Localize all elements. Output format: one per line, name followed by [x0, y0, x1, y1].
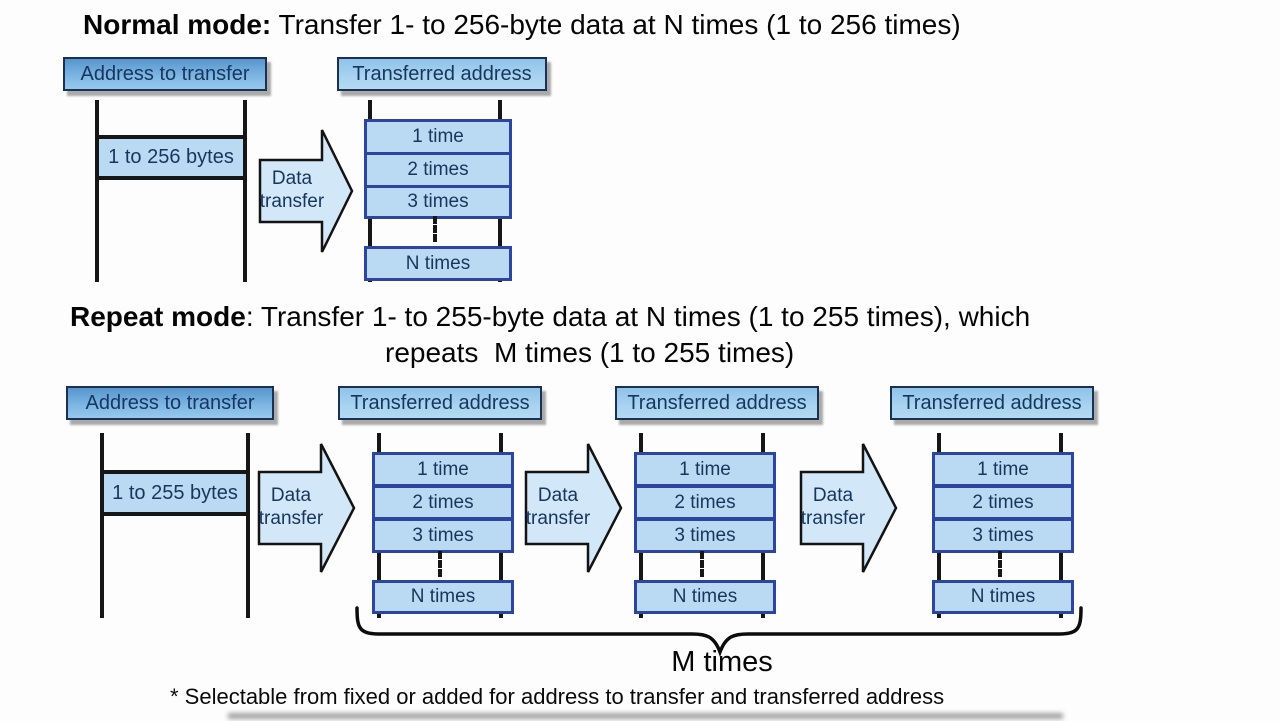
repeat-mode-title-rest: : Transfer 1- to 255-byte data at N time… — [245, 301, 1031, 332]
repeat-data-transfer-arrow-1: Data transfer — [257, 441, 357, 575]
repeat-address-to-transfer-box: Address to transfer — [66, 386, 274, 420]
stack-cell: 2 times — [364, 152, 512, 188]
normal-data-transfer-arrow: Data transfer — [258, 128, 354, 254]
stack-cell: 1 time — [932, 452, 1074, 487]
stack-cell: 3 times — [634, 518, 776, 553]
stack-cell: 2 times — [634, 485, 776, 520]
repeat-arrow-label-1: Data transfer — [255, 441, 327, 575]
repeat-transferred-address-box-3: Transferred address — [890, 386, 1094, 420]
normal-bytes-cell: 1 to 256 bytes — [95, 135, 247, 180]
normal-arrow-label: Data transfer — [256, 128, 328, 254]
normal-source-rail-left — [95, 100, 99, 282]
stack-cell: N times — [372, 580, 514, 614]
stack-cell: 3 times — [372, 518, 514, 553]
stack-cell: 3 times — [932, 518, 1074, 553]
repeat-transferred-address-box-1: Transferred address — [338, 386, 542, 420]
ellipsis-icon — [364, 214, 506, 244]
arrow-label-line2: transfer — [259, 191, 325, 212]
stack-cell: 1 time — [372, 452, 514, 487]
stack-cell: N times — [634, 580, 776, 614]
ellipsis-icon — [634, 549, 770, 578]
repeat-data-transfer-arrow-2: Data transfer — [524, 441, 624, 575]
normal-mode-title: Normal mode: Transfer 1- to 256-byte dat… — [83, 9, 961, 41]
normal-address-to-transfer-box: Address to transfer — [63, 57, 267, 91]
stack-cell: 3 times — [364, 185, 512, 219]
arrow-label-line1: Data — [812, 485, 854, 507]
repeat-data-transfer-arrow-3: Data transfer — [799, 441, 899, 575]
block-arrow-icon — [258, 129, 354, 253]
repeat-source-rail-left — [100, 433, 104, 618]
stack-cell: 2 times — [372, 485, 514, 520]
bottom-artifact-strip — [228, 713, 1063, 719]
stack-cell: 1 time — [634, 452, 776, 487]
arrow-label-line1: Data — [271, 168, 313, 190]
arrow-label-line1: Data — [270, 485, 312, 507]
repeat-transferred-address-box-2: Transferred address — [615, 386, 819, 420]
curly-brace-icon — [355, 606, 1083, 657]
arrow-label-line2: transfer — [800, 508, 866, 529]
ellipsis-icon — [372, 549, 508, 578]
repeat-mode-title-line2: repeats M times (1 to 255 times) — [385, 337, 795, 368]
m-times-brace — [340, 600, 1090, 667]
repeat-bytes-cell: 1 to 255 bytes — [100, 470, 250, 516]
footnote: * Selectable from fixed or added for add… — [170, 684, 945, 709]
normal-mode-title-bold: Normal mode: — [83, 9, 272, 40]
repeat-arrow-label-3: Data transfer — [797, 441, 869, 575]
arrow-label-line2: transfer — [258, 508, 324, 529]
stack-cell: 1 time — [364, 119, 512, 155]
stack-cell: N times — [932, 580, 1074, 614]
block-arrow-icon — [257, 443, 356, 573]
repeat-arrow-label-2: Data transfer — [522, 441, 594, 575]
repeat-source-rail-right — [246, 433, 250, 618]
normal-mode-title-rest: Transfer 1- to 256-byte data at N times … — [271, 9, 961, 40]
repeat-mode-title: Repeat mode: Transfer 1- to 255-byte dat… — [70, 301, 1030, 333]
normal-transferred-address-box: Transferred address — [337, 57, 547, 91]
stack-cell: 2 times — [932, 485, 1074, 520]
block-arrow-icon — [799, 443, 898, 573]
normal-source-rail-right — [243, 100, 247, 282]
block-arrow-icon — [524, 443, 623, 573]
repeat-mode-title-bold: Repeat mode — [70, 301, 246, 332]
ellipsis-icon — [932, 549, 1068, 578]
arrow-label-line1: Data — [537, 485, 579, 507]
stack-cell: N times — [364, 246, 512, 281]
arrow-label-line2: transfer — [525, 508, 591, 529]
